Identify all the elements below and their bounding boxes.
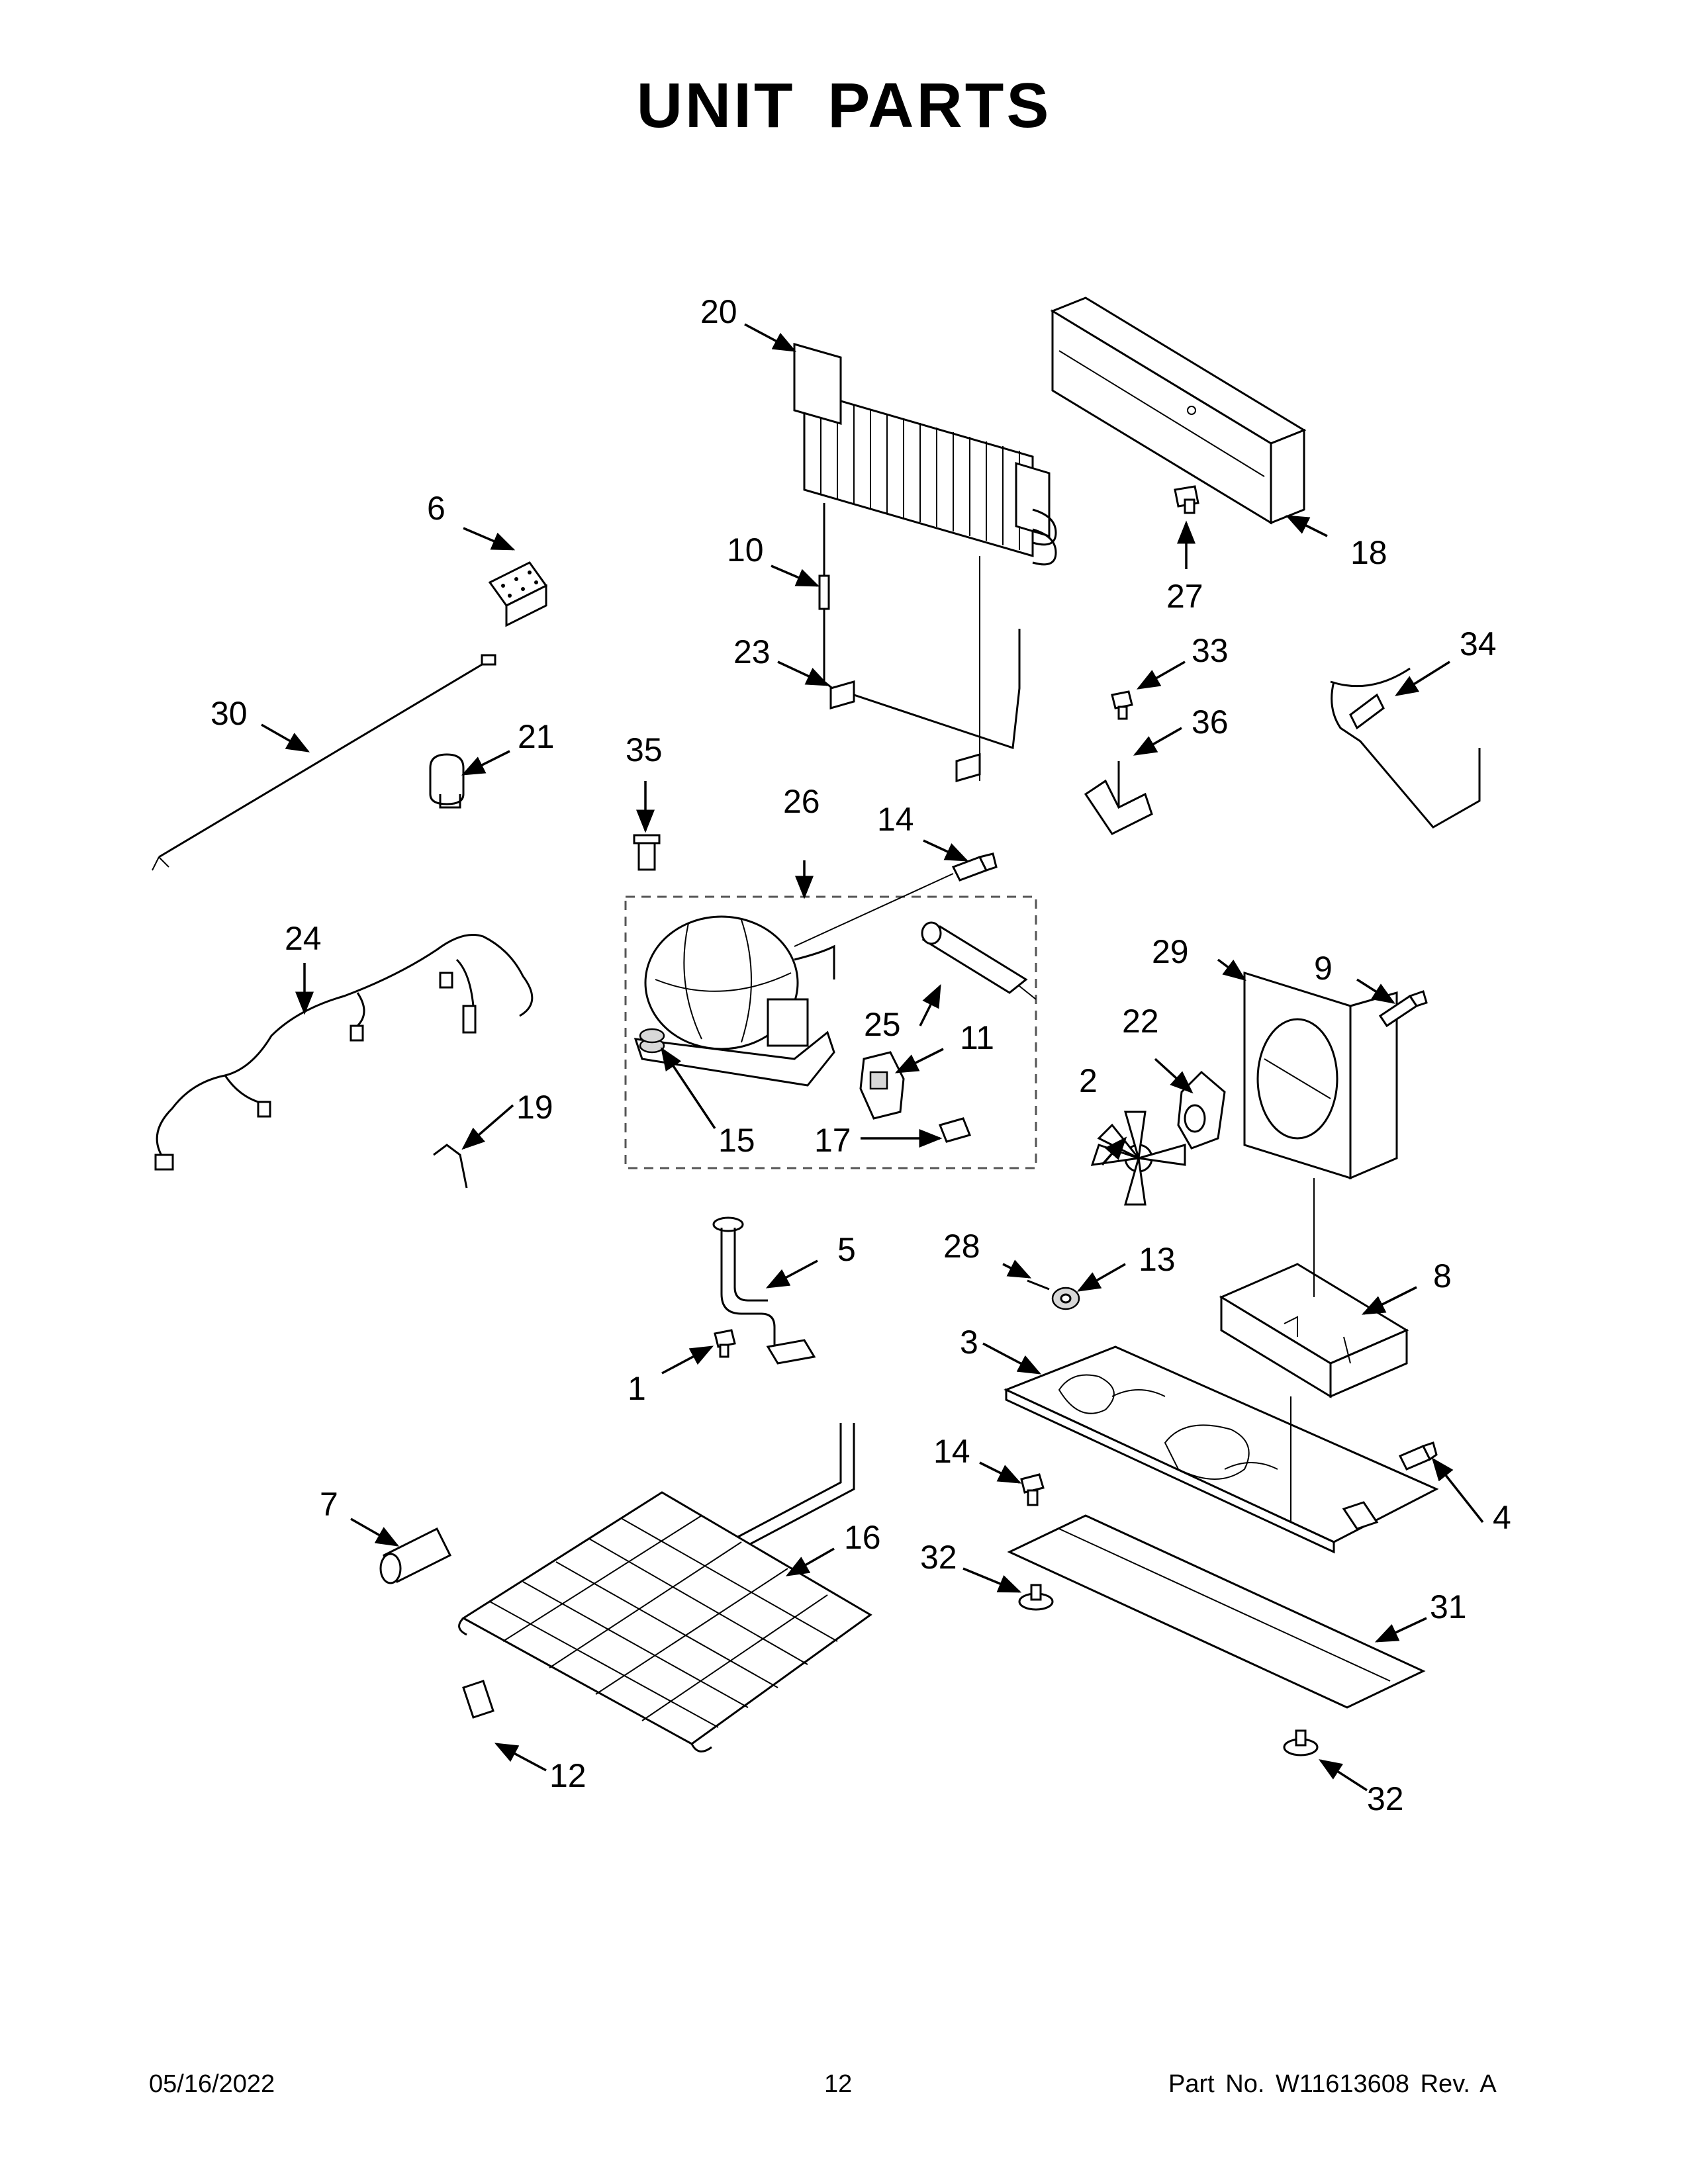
base-plate-part-3 <box>1004 1345 1439 1554</box>
channel-part-18 <box>1050 296 1307 525</box>
condenser-part-20 <box>793 343 1057 566</box>
callout-31: 31 <box>1430 1588 1467 1625</box>
callout-32-right: 32 <box>1367 1780 1404 1817</box>
tube-part-34 <box>1330 667 1481 829</box>
callout-1: 1 <box>628 1370 646 1407</box>
relay-part-11 <box>859 1051 905 1120</box>
callout-24: 24 <box>285 920 322 957</box>
wire-part-30 <box>152 654 496 871</box>
callout-27: 27 <box>1166 578 1203 615</box>
harness-part-24 <box>154 934 534 1171</box>
pin-part-28 <box>1027 1279 1050 1291</box>
callout-25: 25 <box>864 1006 901 1043</box>
callout-11: 11 <box>960 1019 994 1056</box>
callout-14-top: 14 <box>877 801 914 838</box>
callout-18: 18 <box>1350 534 1387 571</box>
callout-32-left: 32 <box>920 1539 957 1576</box>
callout-23: 23 <box>733 633 771 670</box>
callout-5: 5 <box>837 1231 856 1268</box>
callout-22: 22 <box>1122 1003 1159 1040</box>
callout-29: 29 <box>1152 933 1189 970</box>
callout-20: 20 <box>700 293 737 330</box>
screw-part-14-top <box>951 852 998 882</box>
screw-part-4 <box>1398 1441 1438 1471</box>
tube-part-23 <box>829 556 1021 782</box>
foot-part-32-right <box>1283 1729 1319 1756</box>
callout-19: 19 <box>516 1089 553 1126</box>
leader-arrows <box>261 323 1484 1792</box>
plate-part-6 <box>488 561 548 627</box>
callout-36: 36 <box>1192 704 1229 741</box>
screw-part-33 <box>1111 690 1133 720</box>
drier-part-25 <box>921 921 1037 1000</box>
callout-6: 6 <box>427 490 445 527</box>
compressor-part-26 <box>633 873 954 1087</box>
coil-part-16 <box>458 1423 872 1752</box>
foot-part-32-left <box>1018 1584 1054 1611</box>
wire-part-19 <box>433 1144 468 1189</box>
callout-8: 8 <box>1433 1257 1452 1295</box>
grommet-part-35 <box>633 834 661 871</box>
callout-9: 9 <box>1314 950 1333 987</box>
insulation-part-31 <box>1007 1514 1426 1709</box>
callout-4: 4 <box>1493 1499 1511 1536</box>
tube-part-10 <box>818 503 841 696</box>
callout-10: 10 <box>727 531 764 569</box>
footer-page-number: 12 <box>824 2070 853 2098</box>
clip-part-12 <box>462 1680 494 1719</box>
callout-28: 28 <box>943 1228 980 1265</box>
footer-part-number: Part No. W11613608 Rev. A <box>1168 2070 1497 2098</box>
callout-30: 30 <box>211 695 248 732</box>
callout-16: 16 <box>844 1519 881 1556</box>
roll-part-7 <box>379 1527 452 1584</box>
callout-35: 35 <box>626 731 663 768</box>
shroud-part-29 <box>1243 971 1398 1180</box>
bracket-part-8 <box>1219 1178 1409 1522</box>
screw-part-14-bottom <box>1020 1473 1045 1506</box>
callout-34: 34 <box>1460 625 1497 662</box>
screw-part-9 <box>1378 990 1428 1028</box>
callout-26: 26 <box>783 783 820 820</box>
callout-13: 13 <box>1139 1241 1176 1278</box>
callout-33: 33 <box>1192 632 1229 669</box>
callout-14-bottom: 14 <box>933 1433 970 1470</box>
callout-21: 21 <box>518 718 555 755</box>
fan-motor-part-22 <box>1177 1070 1226 1150</box>
footer-date: 05/16/2022 <box>149 2070 275 2098</box>
callout-7: 7 <box>320 1486 338 1523</box>
fan-blade-part-2 <box>1090 1111 1186 1206</box>
callout-3: 3 <box>960 1324 978 1361</box>
grommet-part-13 <box>1051 1287 1080 1310</box>
clip-part-21 <box>429 753 465 809</box>
compressor-assembly-part-26-box <box>624 895 1037 1169</box>
callout-15: 15 <box>718 1122 755 1159</box>
screw-part-1 <box>714 1329 736 1358</box>
bracket-part-36 <box>1084 761 1153 835</box>
capacitor-part-17 <box>938 1117 972 1143</box>
tube-part-5 <box>712 1216 816 1365</box>
grommet-part-15 <box>639 1028 665 1054</box>
callout-17: 17 <box>814 1122 851 1159</box>
callout-12: 12 <box>549 1757 586 1794</box>
callout-labels: 20 6 10 23 18 27 33 34 36 30 21 35 26 14… <box>211 293 1511 1817</box>
page-title: UNIT PARTS <box>636 70 1052 141</box>
screw-part-27 <box>1174 485 1199 514</box>
callout-2: 2 <box>1079 1062 1098 1099</box>
